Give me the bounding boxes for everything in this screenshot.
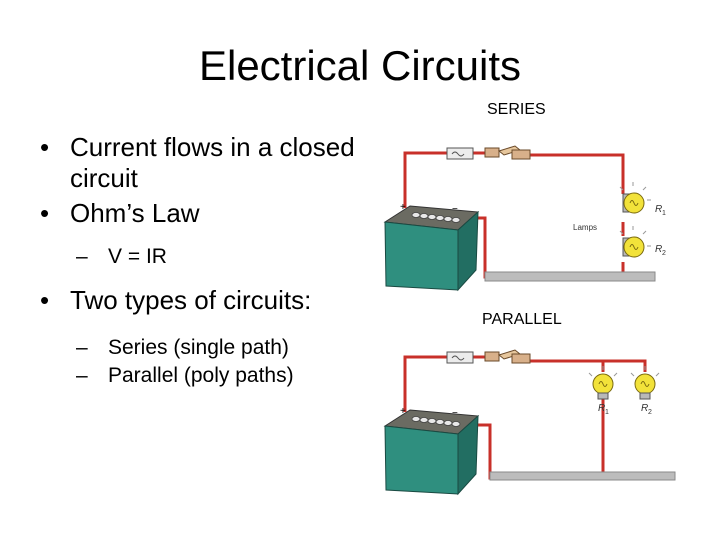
sub-bullet-item: –Parallel (poly paths) (40, 362, 360, 390)
series-label: SERIES (487, 101, 546, 118)
series-r1-label: R (655, 204, 662, 215)
bullet-dash: – (76, 336, 88, 359)
sub-bullet-text: V = IR (108, 245, 167, 268)
series-circuit: + − Lamps R 1 R 2 (383, 145, 666, 292)
sub-bullet-text: Parallel (poly paths) (108, 364, 294, 387)
bullet-item: • Current flows in a closed circuit (40, 132, 360, 194)
parallel-lamp-r2-icon (630, 366, 660, 400)
series-lamps-label: Lamps (573, 223, 597, 232)
bullet-dash: – (76, 364, 88, 387)
bullet-dot: • (40, 198, 50, 228)
bullet-dot: • (40, 132, 50, 162)
bullet-text: Ohm’s Law (70, 198, 200, 228)
parallel-r2-subscript: 2 (648, 409, 652, 416)
series-r1-subscript: 1 (662, 210, 666, 217)
bullet-text: Current flows in a closed circuit (70, 132, 355, 193)
sub-bullet-item: –V = IR (40, 243, 360, 271)
bullet-dash: – (76, 245, 88, 268)
bullet-item: • Ohm’s Law (40, 198, 360, 229)
parallel-r1-label: R (598, 403, 605, 414)
parallel-lamp-r1-icon (588, 366, 618, 400)
parallel-r1-subscript: 1 (605, 409, 609, 416)
series-r2-label: R (655, 244, 662, 255)
series-switch-icon (484, 145, 531, 160)
parallel-battery-icon (383, 409, 480, 496)
series-lamp-r2-icon (619, 226, 651, 258)
parallel-plus-terminal: + (400, 406, 406, 417)
parallel-minus-terminal: − (452, 408, 458, 419)
bullet-dot: • (40, 285, 50, 315)
series-battery-icon (383, 205, 480, 292)
parallel-switch-icon (484, 349, 531, 364)
series-fuse-icon (446, 147, 474, 160)
series-plus-terminal: + (400, 202, 406, 213)
series-lamp-r1-icon (619, 182, 651, 214)
bullet-list: • Current flows in a closed circuit • Ohm’… (40, 132, 360, 390)
series-r2-subscript: 2 (662, 250, 666, 257)
parallel-r2-label: R (641, 403, 648, 414)
parallel-ground-bar (489, 471, 676, 481)
slide-title: Electrical Circuits (198, 42, 522, 89)
parallel-circuit: + − R 1 R 2 (383, 349, 676, 496)
series-minus-terminal: − (452, 204, 458, 215)
bullet-text: Two types of circuits: (70, 285, 312, 315)
bullet-item: • Two types of circuits: (40, 285, 360, 316)
series-ground-bar (484, 271, 656, 282)
sub-bullet-item: –Series (single path) (40, 334, 360, 362)
parallel-label: PARALLEL (482, 311, 562, 328)
parallel-fuse-icon (446, 351, 474, 364)
sub-bullet-text: Series (single path) (108, 336, 289, 359)
